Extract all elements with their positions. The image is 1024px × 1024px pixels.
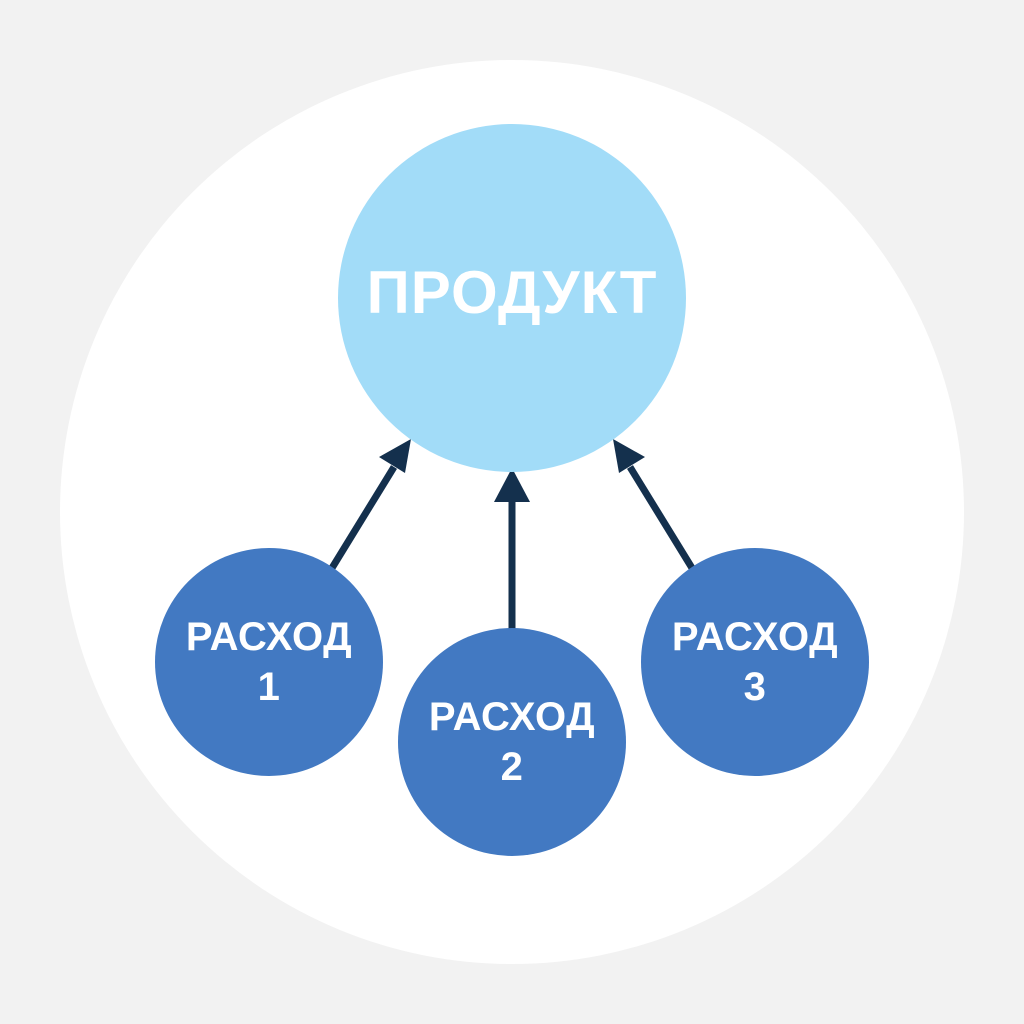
expense-node-1: РАСХОД 1 bbox=[155, 548, 383, 776]
expense-node-2: РАСХОД 2 bbox=[398, 628, 626, 856]
expense-node-3: РАСХОД 3 bbox=[641, 548, 869, 776]
expense-1-number: 1 bbox=[257, 665, 281, 709]
expense-2-title: РАСХОД bbox=[428, 695, 596, 739]
product-node: ПРОДУКТ bbox=[338, 124, 686, 472]
expense-1-title: РАСХОД bbox=[185, 615, 353, 659]
product-label: ПРОДУКТ bbox=[366, 258, 658, 326]
expense-3-title: РАСХОД bbox=[671, 615, 839, 659]
expense-2-number: 2 bbox=[500, 745, 524, 789]
expense-3-number: 3 bbox=[743, 665, 767, 709]
